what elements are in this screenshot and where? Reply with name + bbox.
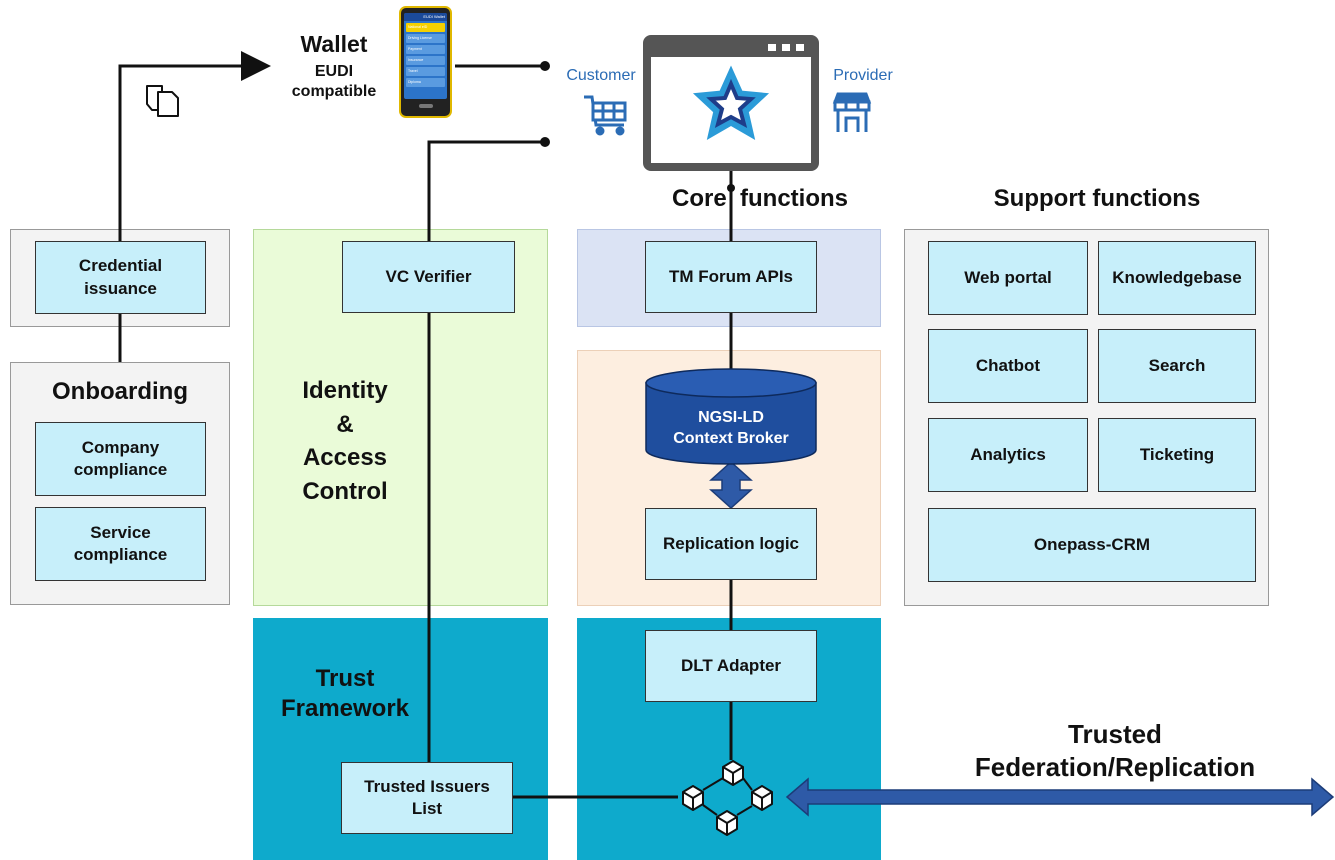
- onboarding-heading: Onboarding: [52, 378, 188, 405]
- trust-framework-heading: Trust Framework: [280, 665, 410, 722]
- ticketing-box: Ticketing: [1098, 418, 1256, 492]
- wallet-title: Wallet: [300, 31, 368, 57]
- blockchain-icon: [682, 760, 773, 836]
- provider-label: Provider: [833, 67, 893, 84]
- trusted-federation-heading: Trusted Federation/Replication: [974, 719, 1256, 782]
- line-verifier-to-portal: [427, 140, 545, 241]
- store-icon: [832, 92, 872, 132]
- customer-label: Customer: [566, 67, 636, 84]
- shopping-cart-icon: [584, 95, 627, 136]
- replication-logic-box: Replication logic: [645, 508, 817, 580]
- identity-access-heading: Identity & Access Control: [302, 377, 388, 505]
- double-arrow-broker-replication: [709, 460, 753, 510]
- trusted-issuers-list-box: Trusted Issuers List: [341, 762, 513, 834]
- service-compliance-box: Service compliance: [35, 507, 206, 581]
- wallet-phone-item: Payment: [406, 45, 445, 54]
- federation-arrow: [785, 777, 1335, 817]
- wallet-phone-home-button: [418, 104, 433, 108]
- dlt-adapter-box: DLT Adapter: [645, 630, 817, 702]
- chatbot-box: Chatbot: [928, 329, 1088, 403]
- wallet-subtitle: EUDI compatible: [291, 63, 377, 100]
- support-functions-heading: Support functions: [993, 185, 1201, 212]
- line-credential-to-wallet: [118, 51, 271, 241]
- context-broker-label: NGSI-LD Context Broker: [673, 409, 789, 447]
- database-cylinder: [645, 368, 817, 465]
- company-compliance-box: Company compliance: [35, 422, 206, 496]
- search-box: Search: [1098, 329, 1256, 403]
- web-portal-box: Web portal: [928, 241, 1088, 315]
- onepass-crm-box: Onepass-CRM: [928, 508, 1256, 582]
- wallet-phone-item: Travel: [406, 67, 445, 76]
- core-functions-heading: Core functions: [671, 185, 848, 212]
- wallet-phone-item: Driving License: [406, 34, 445, 43]
- analytics-box: Analytics: [928, 418, 1088, 492]
- portal-window-icon: [643, 35, 819, 171]
- wallet-phone-header: EUDI Wallet: [404, 13, 447, 21]
- wallet-phone-item: Insurance: [406, 56, 445, 65]
- documents-icon: [146, 85, 179, 117]
- knowledgebase-box: Knowledgebase: [1098, 241, 1256, 315]
- wallet-phone-item: Diploma: [406, 78, 445, 87]
- vc-verifier-box: VC Verifier: [342, 241, 515, 313]
- tm-forum-apis-box: TM Forum APIs: [645, 241, 817, 313]
- wallet-phone-item: National eID: [406, 23, 445, 32]
- credential-issuance-box: Credential issuance: [35, 241, 206, 314]
